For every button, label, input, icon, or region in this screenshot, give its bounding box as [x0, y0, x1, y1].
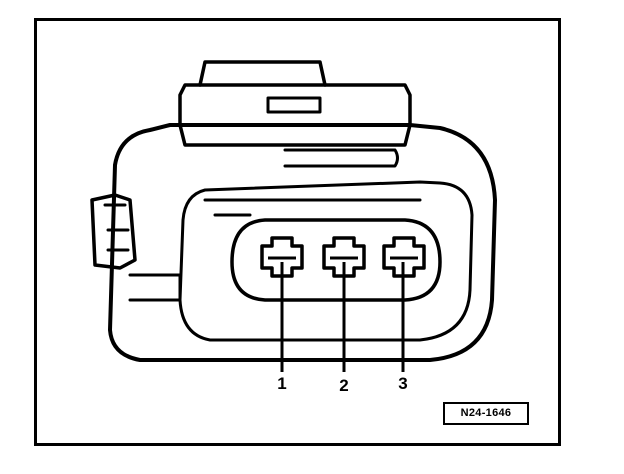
connector-housing	[108, 123, 497, 362]
pin-label-2: 2	[339, 376, 349, 395]
contact-face	[230, 218, 442, 302]
pin-cavity-1	[260, 236, 304, 278]
latch-top	[178, 83, 412, 147]
pin-label-3: 3	[398, 374, 408, 393]
latch-window	[266, 96, 322, 114]
latch-slot	[283, 148, 399, 168]
figure-reference-code: N24-1646	[443, 402, 529, 425]
figure-frame	[34, 18, 561, 446]
pin-label-1: 1	[277, 374, 287, 393]
side-clip	[90, 193, 137, 270]
latch-tab	[198, 60, 327, 87]
pin-cavity-2	[322, 236, 366, 278]
housing-inner-rim	[178, 180, 474, 342]
pin-cavity-3	[382, 236, 426, 278]
